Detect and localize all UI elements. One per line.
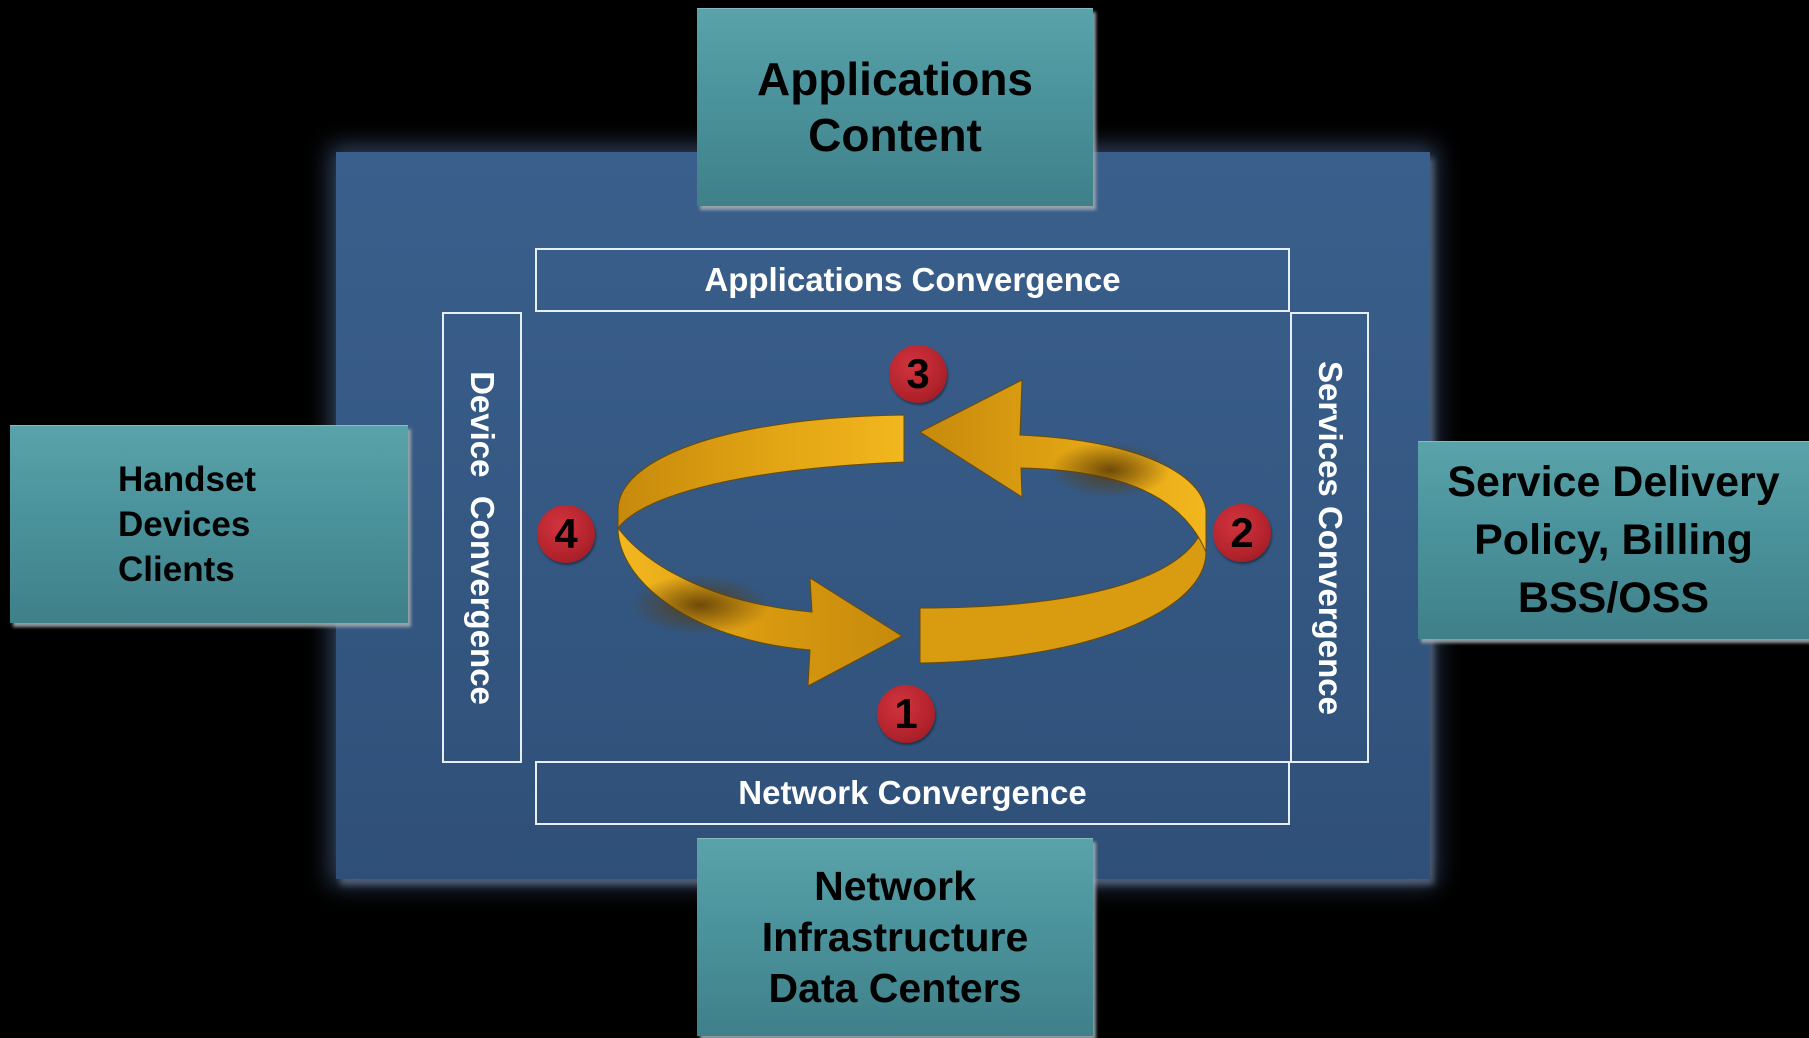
handset-devices-line-1: Handset — [118, 459, 257, 499]
device-convergence-frame: Device Convergence — [442, 312, 522, 763]
applications-content-line-1: Applications — [756, 53, 1034, 105]
step-badge-3: 3 — [889, 345, 947, 403]
handset-devices-line-3: Clients — [118, 549, 235, 589]
service-delivery-line-3: BSS/OSS — [1517, 574, 1710, 622]
step-number-2: 2 — [1230, 509, 1254, 556]
handset-devices-line-2: Devices — [118, 504, 251, 544]
applications-content-line-2: Content — [808, 109, 982, 161]
network-convergence-frame: Network Convergence — [535, 761, 1290, 825]
network-convergence-label: Network Convergence — [738, 774, 1087, 811]
network-infrastructure-line-3: Data Centers — [768, 964, 1022, 1011]
service-delivery-line-1: Service Delivery — [1447, 458, 1780, 506]
network-infrastructure-box: Network Infrastructure Data Centers — [697, 838, 1093, 1036]
applications-convergence-frame: Applications Convergence — [535, 248, 1290, 312]
step-badge-2: 2 — [1213, 504, 1271, 562]
ribbon-upper-left — [617, 414, 905, 530]
step-number-3: 3 — [906, 350, 930, 397]
applications-content-box: Applications Content — [697, 8, 1093, 206]
service-delivery-box: Service Delivery Policy, Billing BSS/OSS — [1418, 441, 1809, 639]
handset-devices-box: Handset Devices Clients — [10, 425, 408, 623]
step-badge-4: 4 — [537, 505, 595, 563]
ribbon-shade-left — [630, 575, 770, 635]
ribbon-lower-right — [919, 509, 1207, 664]
service-delivery-line-2: Policy, Billing — [1474, 516, 1753, 564]
step-number-4: 4 — [554, 510, 578, 557]
network-infrastructure-line-1: Network — [814, 862, 976, 909]
step-badge-1: 1 — [877, 685, 935, 743]
step-number-1: 1 — [894, 690, 918, 737]
services-convergence-frame: Services Convergence — [1290, 312, 1369, 763]
applications-convergence-label: Applications Convergence — [704, 261, 1121, 298]
ribbon-shade-right — [1050, 442, 1170, 498]
network-infrastructure-line-2: Infrastructure — [761, 913, 1029, 960]
